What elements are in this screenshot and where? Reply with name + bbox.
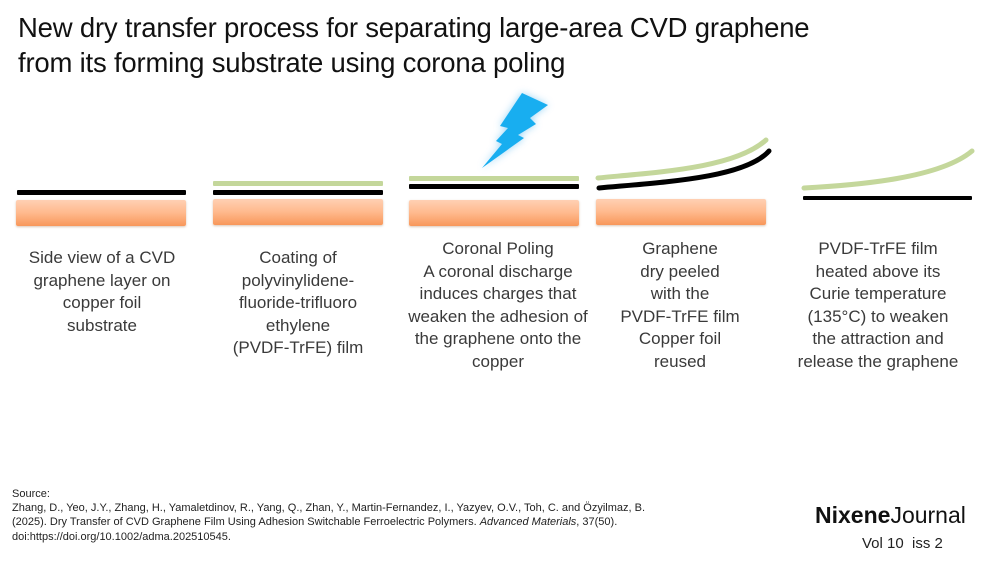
source-authors: Zhang, D., Yeo, J.Y., Zhang, H., Yamalet… — [12, 502, 646, 515]
step3-caption: Coronal Poling A coronal discharge induc… — [392, 238, 604, 373]
caption-line: Coating of — [259, 248, 337, 267]
caption-line: substrate — [67, 315, 137, 335]
graphene-layer — [17, 190, 186, 195]
caption-line: reused — [654, 351, 706, 371]
caption-line: Side view of a CVD — [28, 248, 176, 267]
caption-heading: Coronal Poling — [442, 239, 554, 258]
copper-foil-reused — [596, 199, 766, 225]
caption-line: Copper foil — [638, 329, 722, 348]
brand-logo: NixeneJournal — [815, 502, 966, 529]
caption-line: (135°C) to weaken — [807, 306, 949, 326]
step5-caption: PVDF-TrFE film heated above its Curie te… — [778, 238, 978, 373]
caption-line: weaken the adhesion of — [408, 306, 588, 326]
pvdf-trfe-film — [213, 181, 383, 186]
caption-line: fluoride-trifluoro — [238, 293, 358, 312]
graphene-layer-released — [803, 196, 972, 200]
caption-line: with the — [650, 284, 710, 303]
brand-name-bold: Nixene — [815, 502, 891, 528]
source-volume: , 37(50). — [576, 516, 618, 529]
caption-line: copper foil — [62, 293, 142, 312]
source-journal: Advanced Materials — [479, 516, 577, 529]
caption-line: copper — [472, 351, 524, 371]
caption-line: induces charges that — [419, 284, 577, 303]
caption-line: the graphene onto the — [414, 329, 582, 348]
graphene-layer — [213, 190, 383, 195]
title-line-2: from its forming substrate using corona … — [18, 47, 566, 78]
caption-line: graphene layer on — [33, 270, 171, 290]
caption-line: the attraction and — [812, 329, 944, 348]
caption-line: PVDF-TrFE film — [818, 239, 938, 258]
issue-label: Vol 10 iss 2 — [862, 535, 943, 552]
source-citation: Source: Zhang, D., Yeo, J.Y., Zhang, H.,… — [12, 487, 645, 544]
copper-foil — [16, 200, 186, 226]
source-doi: doi:https://doi.org/10.1002/adma.2025105… — [12, 530, 231, 543]
brand-name-light: Journal — [890, 502, 966, 528]
caption-line: heated above its — [815, 261, 941, 281]
caption-line: Graphene — [642, 239, 718, 258]
caption-line: release the graphene — [797, 351, 959, 371]
step4-caption: Graphene dry peeled with the PVDF-TrFE f… — [604, 238, 756, 373]
copper-foil — [409, 200, 579, 226]
caption-line: (PVDF-TrFE) film — [232, 338, 364, 357]
source-article-title: (2025). Dry Transfer of CVD Graphene Fil… — [12, 516, 480, 529]
caption-line: Curie temperature — [809, 284, 947, 303]
caption-line: ethylene — [265, 315, 331, 335]
copper-foil — [213, 199, 383, 225]
step1-caption: Side view of a CVD graphene layer on cop… — [10, 247, 194, 337]
page-title: New dry transfer process for separating … — [18, 10, 978, 80]
source-article: (2025). Dry Transfer of CVD Graphene Fil… — [12, 515, 645, 529]
graphene-layer — [409, 184, 579, 189]
source-label: Source: — [12, 488, 50, 500]
step2-caption: Coating of polyvinylidene- fluoride-trif… — [205, 247, 391, 360]
pvdf-trfe-film — [409, 176, 579, 181]
title-line-1: New dry transfer process for separating … — [18, 12, 810, 43]
caption-line: PVDF-TrFE film — [620, 306, 740, 326]
caption-line: polyvinylidene- — [241, 270, 355, 290]
caption-line: dry peeled — [640, 261, 720, 281]
caption-line: A coronal discharge — [423, 261, 573, 281]
